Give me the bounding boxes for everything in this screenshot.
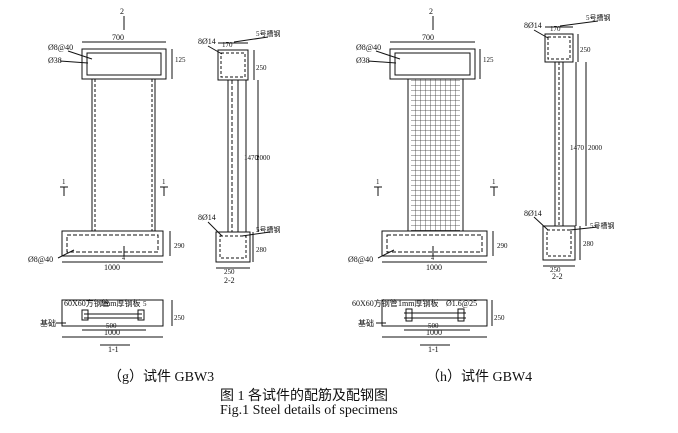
label-1-left-a: 1: [62, 178, 66, 186]
label-11-right: 1-1: [428, 345, 439, 354]
channel-bottom-right: 5号槽钢: [590, 221, 615, 230]
gbw4-section-1-1: [376, 299, 493, 346]
plate-right: 1mm厚钢板: [398, 298, 438, 308]
label-1-right-a: 1: [376, 178, 380, 186]
rebar-8-40-top-left: Ø8@40: [48, 43, 73, 52]
rebar-8-40-top-right: Ø8@40: [356, 43, 381, 52]
label-22-left: 2-2: [224, 276, 235, 285]
label-11-left: 1-1: [108, 345, 119, 354]
dim-500-right: 500: [428, 322, 439, 330]
dim-125-left: 125: [175, 56, 186, 64]
caption-gbw3: （g）试件 GBW3: [108, 370, 215, 385]
label-1-left-b: 1: [162, 178, 166, 186]
label-2-top-left: 2: [120, 7, 124, 16]
rebar-8-14-bottom-right: 8Ø14: [524, 209, 542, 218]
rebar-8-40-bottom-right: Ø8@40: [348, 255, 373, 264]
label-2-top-right: 2: [429, 7, 433, 16]
label-22-right: 2-2: [552, 272, 563, 281]
gbw3-section-2-2: [207, 36, 271, 269]
dim-1000-left-11: 1000: [104, 328, 120, 337]
rebar-8-14-top-right: 8Ø14: [524, 21, 542, 30]
rebar-8-14-top-left: 8Ø14: [198, 37, 216, 46]
dim-5-left: 5: [143, 300, 147, 308]
label-4-right: 4: [431, 256, 434, 262]
dim-700-right: 700: [422, 33, 434, 42]
gbw3-section-1-1: [56, 299, 173, 346]
channel-top-left: 5号槽钢: [256, 29, 281, 38]
dim-125-right: 125: [483, 56, 494, 64]
figure-caption-english: Fig.1 Steel details of specimens: [220, 403, 398, 418]
rebar-38-right: Ø38: [356, 56, 370, 65]
dim-250-left-11: 250: [174, 314, 185, 322]
base-left: 基础: [40, 318, 56, 328]
rebar-38-left: Ø38: [48, 56, 62, 65]
base-right: 基础: [358, 318, 374, 328]
dim-1000-right-11: 1000: [426, 328, 442, 337]
rebar-8-40-bottom-left: Ø8@40: [28, 255, 53, 264]
dim-1000-left: 1000: [104, 263, 120, 272]
dim-2000-right: 2000: [588, 144, 603, 152]
gbw3-elevation: [57, 16, 173, 263]
dim-700-left: 700: [112, 33, 124, 42]
label-1-right-b: 1: [492, 178, 496, 186]
tube-left: 60X60方钢管: [64, 298, 110, 308]
dim-170-left: 170: [222, 41, 233, 49]
dim-1470-right: 1470: [570, 144, 585, 152]
dim-250-left-sec: 250: [256, 64, 267, 72]
plate-left: 1mm厚钢板: [100, 298, 140, 308]
dim-250-right-bottom: 250: [550, 266, 561, 274]
tube-right: 60X60方钢管: [352, 298, 398, 308]
gbw4-elevation: [367, 16, 498, 263]
dim-250-right-11: 250: [494, 314, 505, 322]
dim-280-right: 280: [583, 240, 594, 248]
dim-280-left: 280: [256, 246, 267, 254]
dim-2000-left: 2000: [256, 154, 271, 162]
dim-170-right: 170: [550, 25, 561, 33]
dim-1000-right: 1000: [426, 263, 442, 272]
caption-gbw4: （h）试件 GBW4: [426, 370, 533, 385]
channel-top-right: 5号槽钢: [586, 13, 611, 22]
dim-1470-left: 1470: [244, 154, 259, 162]
channel-bottom-left: 5号槽钢: [256, 225, 281, 234]
gbw4-section-2-2: [533, 20, 599, 267]
figure-caption-chinese: 图 1 各试件的配筋及配钢图: [220, 389, 388, 404]
dim-250-left-bottom: 250: [224, 268, 235, 276]
dim-500-left: 500: [106, 322, 117, 330]
dim-290-left: 290: [174, 242, 185, 250]
dim-290-right: 290: [497, 242, 508, 250]
dim-250-right-sec: 250: [580, 46, 591, 54]
rebar-8-14-bottom-left: 8Ø14: [198, 213, 216, 222]
rebar-1-6-25: Ø1.6@25: [446, 299, 477, 308]
label-4-left: 4: [122, 256, 125, 262]
